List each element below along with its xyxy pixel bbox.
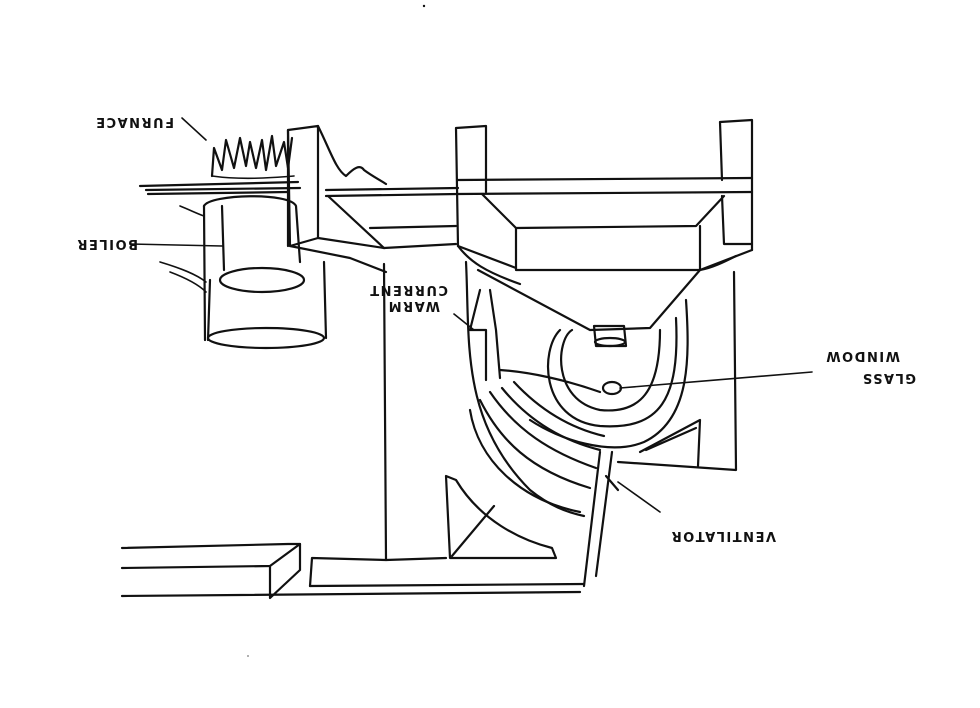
upper-housing (454, 118, 754, 332)
furnace-leader (181, 117, 207, 141)
furnace-label: FURNACE (95, 114, 174, 129)
glass-window-leader (619, 371, 813, 389)
boiler-leader (129, 243, 223, 247)
warm-current-leader (453, 313, 475, 331)
glass-window-label-line-1: GLASS (861, 370, 916, 385)
warm-current-label-line-1: WARM (387, 298, 440, 313)
floor-step (120, 542, 582, 600)
warm-current-label-line-2: CURRENT (369, 282, 448, 297)
glass-window-shape (601, 380, 623, 396)
furnace-flames (210, 134, 294, 178)
glass-window-label-line-2: WINDOW (825, 348, 900, 363)
lower-structure (308, 262, 738, 588)
boiler-label: BOILER (76, 236, 138, 251)
flue-structure (286, 124, 460, 274)
oven-chamber (528, 298, 689, 449)
warm-current-arcs (464, 260, 606, 518)
ventilator-label: VENTILATOR (670, 528, 776, 543)
ventilator-leader (617, 481, 661, 513)
ink-dot (422, 4, 426, 8)
boiler (159, 195, 328, 350)
furnace-hearth (138, 180, 302, 196)
ink-dot (247, 655, 249, 657)
